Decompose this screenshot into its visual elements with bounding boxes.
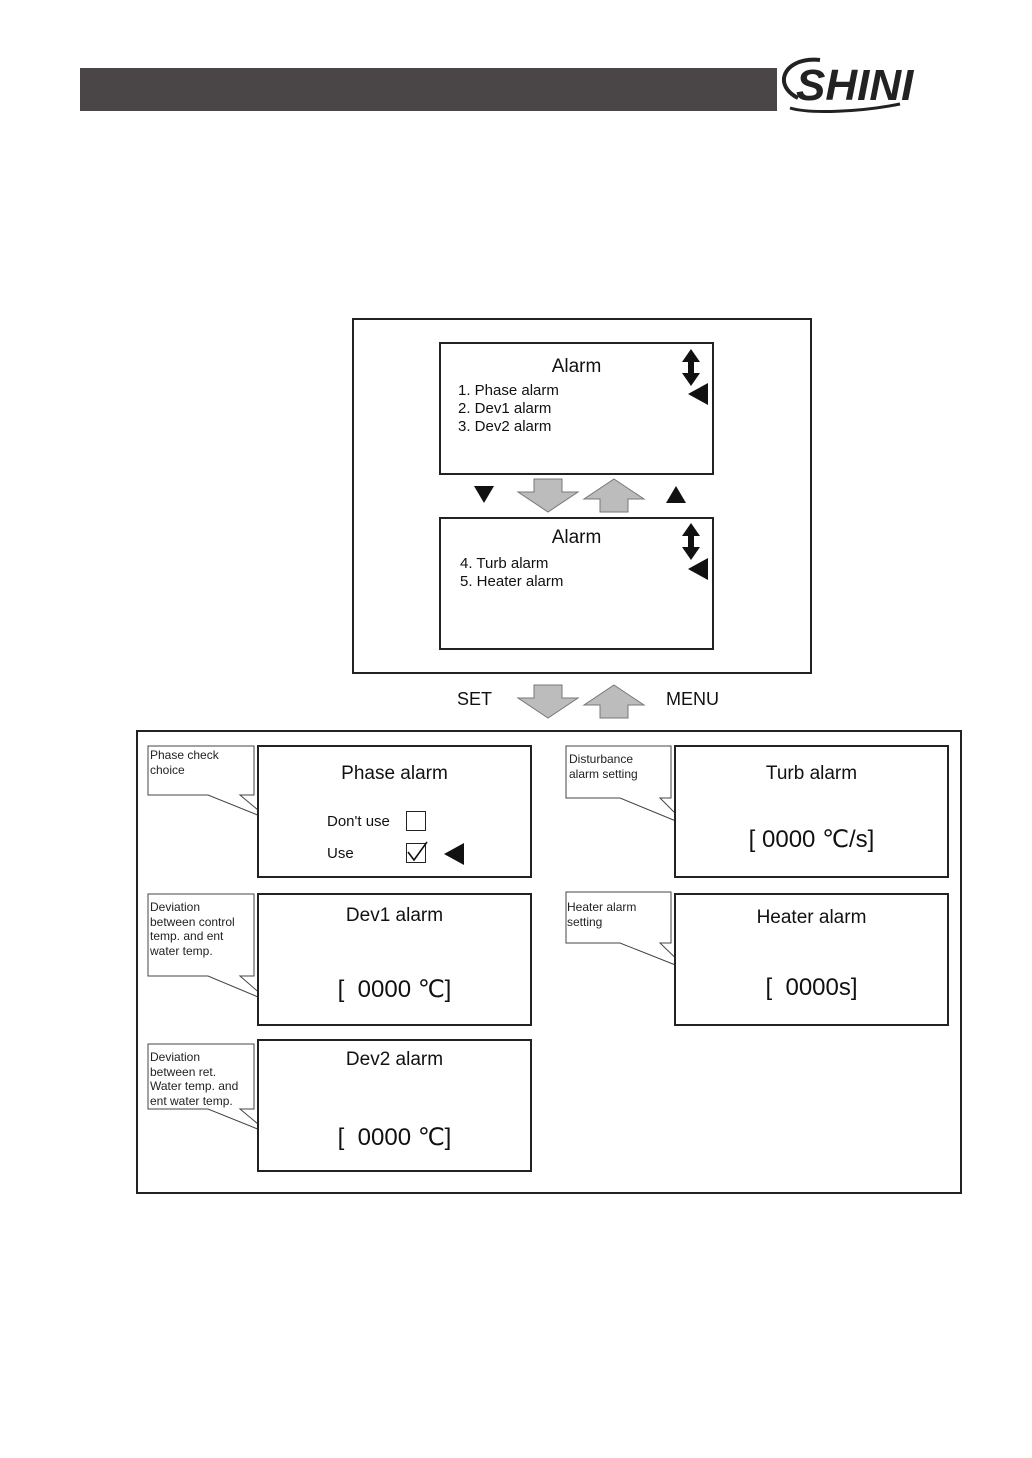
alarm-menu-screen-1: Alarm 1. Phase alarm 2. Dev1 alarm 3. De… xyxy=(439,342,714,475)
menu-item-dev1-alarm[interactable]: 2. Dev1 alarm xyxy=(458,400,552,417)
down-key-icon[interactable] xyxy=(474,486,496,506)
checkmark-icon xyxy=(407,841,428,862)
menu-item-heater-alarm[interactable]: 5. Heater alarm xyxy=(460,573,564,590)
detail-panel xyxy=(136,730,962,1194)
menu-list: 1. Phase alarm 2. Dev1 alarm 3. Dev2 ala… xyxy=(458,382,559,436)
menu-key-label[interactable]: MENU xyxy=(666,689,719,709)
screen-title: Alarm xyxy=(551,527,602,548)
dev1-alarm-value[interactable]: [ 0000 ℃] xyxy=(337,976,452,1003)
option-dont-use-label: Don't use xyxy=(327,813,390,830)
use-checkbox[interactable] xyxy=(406,841,428,863)
heater-alarm-screen: Heater alarm [ 0000s] xyxy=(674,893,949,1026)
scroll-updown-icon xyxy=(682,523,700,560)
screen-title: Dev2 alarm xyxy=(345,1049,444,1070)
phase-alarm-screen: Phase alarm Don't use Use xyxy=(257,745,532,878)
dev2-alarm-value[interactable]: [ 0000 ℃] xyxy=(337,1124,452,1151)
screen-title: Heater alarm xyxy=(756,907,867,928)
set-key-label[interactable]: SET xyxy=(457,689,493,709)
screen-title: Phase alarm xyxy=(341,763,448,784)
menu-up-arrow-icon xyxy=(582,684,646,719)
screen-title: Turb alarm xyxy=(765,763,858,784)
header-bar xyxy=(80,68,777,111)
screen-title: Alarm xyxy=(551,356,602,377)
scroll-updown-icon xyxy=(682,349,700,386)
up-arrow-icon xyxy=(582,478,646,513)
cursor-left-icon xyxy=(688,558,708,580)
up-key-icon[interactable] xyxy=(666,486,688,506)
shini-logo: SHINI xyxy=(780,54,952,118)
menu-item-phase-alarm[interactable]: 1. Phase alarm xyxy=(458,382,559,399)
menu-list: 4. Turb alarm 5. Heater alarm xyxy=(460,555,563,591)
cursor-left-icon xyxy=(444,843,464,865)
callout-dev1-shape xyxy=(147,893,271,1003)
option-use-label: Use xyxy=(327,845,354,862)
dev2-alarm-screen: Dev2 alarm [ 0000 ℃] xyxy=(257,1039,532,1172)
logo-text: SHINI xyxy=(796,61,914,110)
turb-alarm-screen: Turb alarm [ 0000 ℃/s] xyxy=(674,745,949,878)
heater-alarm-value[interactable]: [ 0000s] xyxy=(765,974,858,1001)
dev1-alarm-screen: Dev1 alarm [ 0000 ℃] xyxy=(257,893,532,1026)
down-arrow-icon xyxy=(516,478,580,513)
set-down-arrow-icon xyxy=(516,684,580,719)
callout-dev2-shape xyxy=(147,1043,271,1135)
turb-alarm-value[interactable]: [ 0000 ℃/s] xyxy=(748,826,875,853)
callout-phase-shape xyxy=(147,745,271,821)
cursor-left-icon xyxy=(688,383,708,405)
menu-panel xyxy=(352,318,812,674)
menu-item-turb-alarm[interactable]: 4. Turb alarm xyxy=(460,555,549,572)
dont-use-checkbox[interactable] xyxy=(406,811,426,831)
screen-title: Dev1 alarm xyxy=(345,905,444,926)
menu-item-dev2-alarm[interactable]: 3. Dev2 alarm xyxy=(458,418,552,435)
alarm-menu-screen-2: Alarm 4. Turb alarm 5. Heater alarm xyxy=(439,517,714,650)
